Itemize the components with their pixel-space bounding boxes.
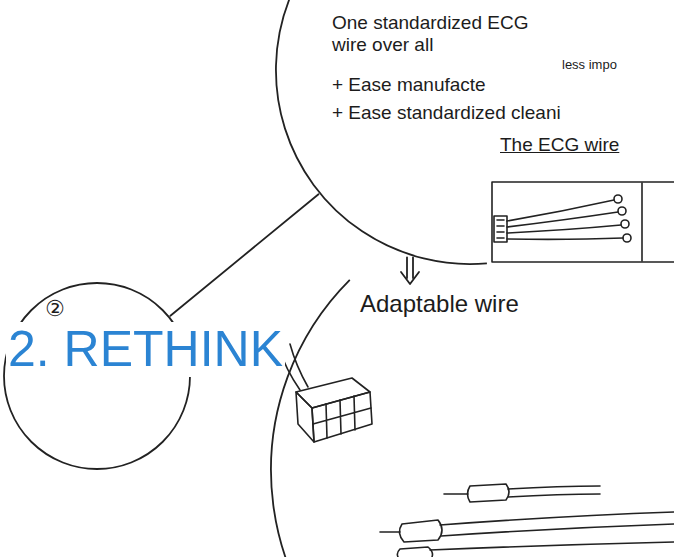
adaptable-wire-sketch: [278, 344, 674, 557]
sketch-caption: The ECG wire: [500, 134, 619, 156]
plug-pin: [380, 531, 400, 533]
sketch-divider: [641, 183, 643, 261]
plug-cable: [508, 486, 600, 497]
wire-connector: [494, 216, 507, 242]
electrode-snap: [623, 234, 631, 242]
lead-wire: [507, 212, 618, 227]
side-note: less impo: [562, 58, 617, 73]
arrow-shaft: [406, 258, 408, 279]
plug-cable: [430, 542, 674, 550]
ecg-wire-sketch: [492, 182, 674, 262]
electrode-snap: [614, 195, 622, 203]
step-number: ②: [45, 296, 65, 321]
plug: [468, 484, 510, 502]
electrode-snap: [618, 207, 626, 215]
plug-cable: [440, 512, 674, 536]
step-title: 2. RETHINK: [6, 322, 285, 377]
connector-line: [170, 194, 318, 315]
pro-point: + Ease standardized cleani: [332, 102, 561, 124]
idea-circle: Adaptable wire: [270, 200, 674, 557]
electrode-snap: [621, 220, 629, 228]
connector-pins: [497, 220, 504, 238]
connector-block-front: [312, 392, 372, 442]
arrow-head: [401, 272, 419, 284]
plug: [397, 547, 432, 557]
link-line: [170, 194, 318, 315]
sketch-frame: [492, 182, 674, 262]
connector-grid: [313, 396, 371, 438]
plug-pin: [444, 493, 468, 495]
lead-wire: [507, 225, 621, 233]
lead-wire: [507, 200, 614, 221]
circle-outline: [270, 200, 674, 557]
idea-heading: One standardized ECG wire over all: [332, 12, 557, 56]
idea-heading: Adaptable wire: [360, 290, 519, 318]
double-arrow: [401, 258, 419, 285]
connector-block-side: [296, 392, 314, 442]
lead-wire: [507, 238, 623, 239]
arrow-shaft: [412, 258, 414, 279]
circle-stroke: [271, 280, 406, 557]
pro-point: + Ease manufacte: [332, 74, 486, 96]
plug: [399, 520, 442, 542]
idea-circle: One standardized ECG wire over all less i…: [275, 0, 665, 265]
